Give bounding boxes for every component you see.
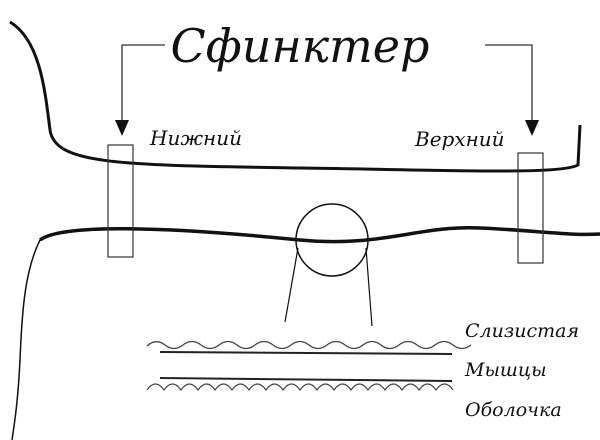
- muscle-line-top: [159, 351, 453, 355]
- lower-sphincter-marker: [107, 144, 134, 258]
- muscle-line-bottom: [159, 377, 453, 382]
- legend-muscles: Мышцы: [464, 359, 547, 381]
- lower-wall: [38, 225, 600, 244]
- lower-arrow-line: [121, 44, 165, 125]
- mucosa-wave: [146, 340, 472, 350]
- lower-wall-left-curve: [11, 239, 41, 440]
- upper-arrow-line: [485, 44, 533, 125]
- label-upper: Верхний: [414, 127, 505, 151]
- upper-sphincter-marker: [517, 152, 544, 264]
- serosa-scallops: [146, 383, 454, 392]
- magnifier-line-left: [284, 247, 299, 323]
- label-lower: Нижний: [149, 126, 242, 150]
- legend-mucosa: Слизистая: [465, 320, 579, 342]
- magnifier-circle: [295, 203, 369, 277]
- upper-arrow-head: [525, 120, 539, 136]
- magnifier-line-right: [365, 247, 373, 327]
- diagram-title: Сфинктер: [171, 19, 430, 73]
- upper-wall: [9, 20, 582, 173]
- lower-arrow-head: [115, 120, 129, 136]
- legend-serosa: Оболочка: [465, 399, 562, 421]
